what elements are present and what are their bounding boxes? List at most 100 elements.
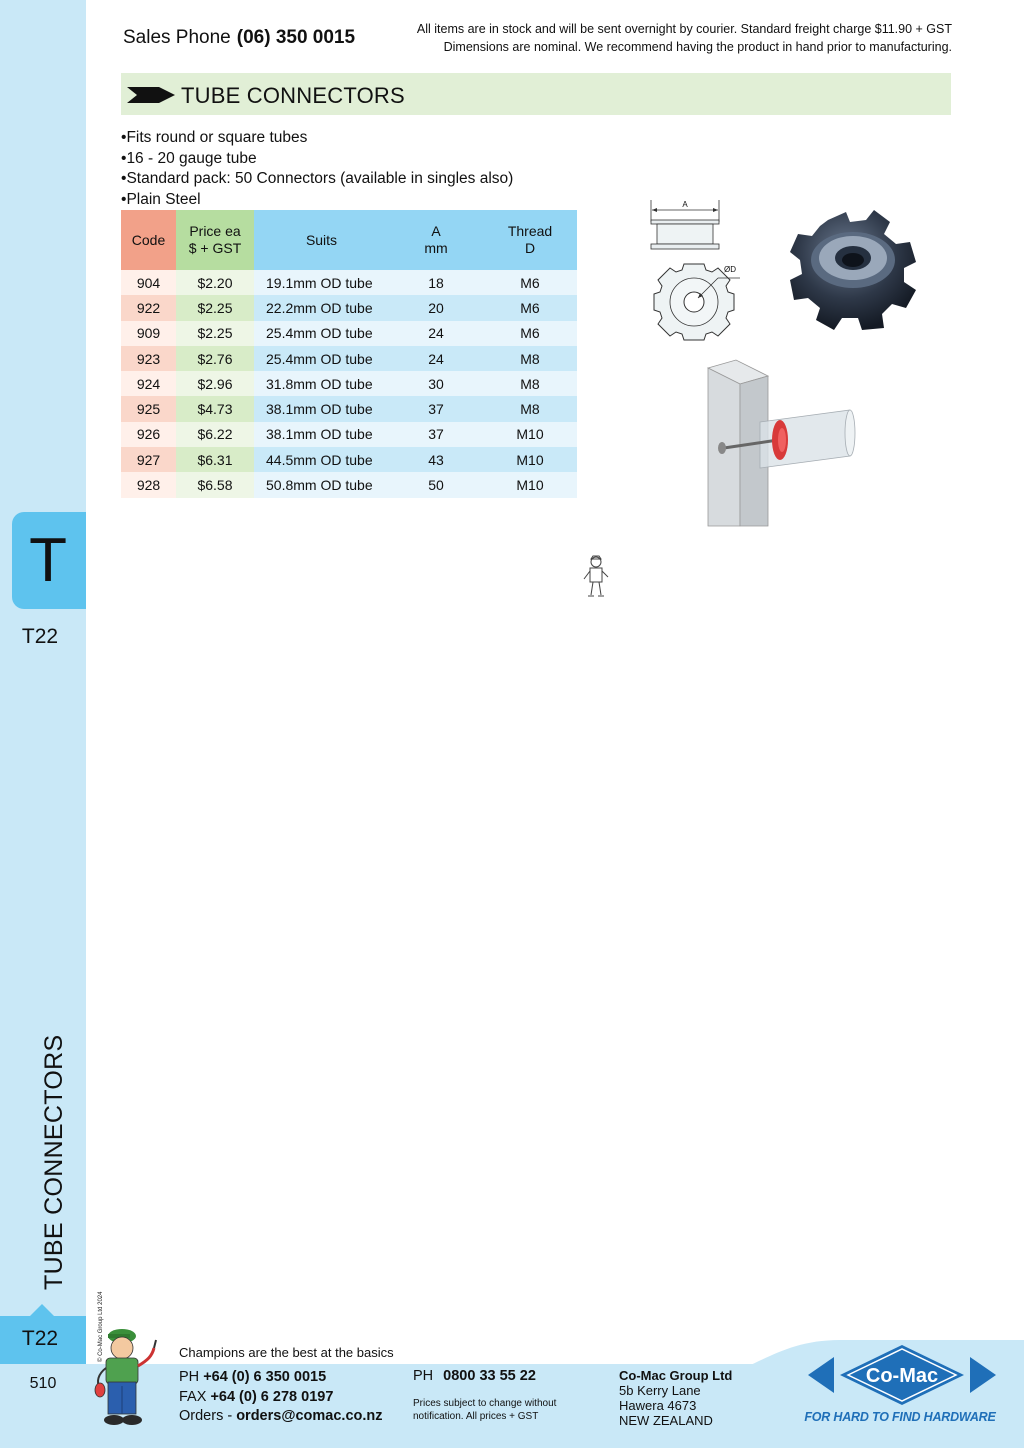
disclaimer-line: Prices subject to change without <box>413 1398 557 1409</box>
disclaimer-line: notification. All prices + GST <box>413 1410 539 1422</box>
assembly-illustration <box>706 359 856 527</box>
cell-suits: 50.8mm OD tube <box>254 472 389 498</box>
cell-suits: 44.5mm OD tube <box>254 447 389 473</box>
header-thread-line1: Thread <box>507 223 553 239</box>
dimension-a-label: A <box>682 200 688 209</box>
cell-price: $6.31 <box>176 447 254 473</box>
phone-line: PH +64 (0) 6 350 0015 <box>179 1368 383 1388</box>
cell-thread: M8 <box>483 371 577 397</box>
fax-number: +64 (0) 6 278 0197 <box>210 1388 334 1405</box>
cell-a: 50 <box>389 472 483 498</box>
feature-item: 16 - 20 gauge tube <box>121 149 513 170</box>
top-view-diagram: ØD <box>653 263 740 341</box>
sales-phone-label: Sales Phone <box>123 27 231 48</box>
freight-note: All items are in stock and will be sent … <box>416 22 952 36</box>
cell-a: 24 <box>389 320 483 346</box>
feature-item: Plain Steel <box>121 190 513 211</box>
cell-thread: M6 <box>483 295 577 321</box>
feature-item: Fits round or square tubes <box>121 128 513 149</box>
cell-a: 18 <box>389 270 483 296</box>
cell-code: 922 <box>121 295 176 321</box>
freephone-number[interactable]: 0800 33 55 22 <box>443 1368 536 1384</box>
cell-price: $2.76 <box>176 345 254 372</box>
cell-code: 924 <box>121 371 176 397</box>
cell-suits: 19.1mm OD tube <box>254 270 389 296</box>
cell-a: 37 <box>389 421 483 448</box>
header-suits: Suits <box>254 210 389 270</box>
address-line: Hawera 4673 <box>619 1398 697 1413</box>
header-price: Price ea$ + GST <box>176 210 254 270</box>
header-a-line1: A <box>431 223 441 239</box>
section-tab[interactable]: T <box>12 512 86 609</box>
header-a-line2: mm <box>424 240 448 256</box>
page-code-notch <box>30 1304 54 1316</box>
header-code: Code <box>121 210 176 270</box>
header-price-line2: $ + GST <box>188 240 242 256</box>
cell-code: 926 <box>121 421 176 448</box>
price-disclaimer: Prices subject to change without notific… <box>413 1398 556 1423</box>
mascot-champion-icon <box>94 1329 157 1425</box>
freephone-label: PH <box>413 1368 434 1384</box>
cell-suits: 25.4mm OD tube <box>254 320 389 346</box>
sales-phone-number[interactable]: (06) 350 0015 <box>236 27 356 48</box>
section-letter: T <box>29 526 67 595</box>
title-bar: TUBE CONNECTORS <box>121 73 951 115</box>
comac-logo[interactable]: Co-Mac <box>808 1343 996 1407</box>
cell-a: 24 <box>389 345 483 372</box>
cell-suits: 25.4mm OD tube <box>254 345 389 372</box>
footer-slogan: Champions are the best at the basics <box>179 1345 394 1360</box>
dimension-d-label: ØD <box>724 265 736 274</box>
phone-label: PH <box>179 1369 200 1385</box>
cell-thread: M10 <box>483 421 577 448</box>
cell-a: 20 <box>389 295 483 321</box>
header-notes: All items are in stock and will be sent … <box>417 20 952 56</box>
address-line: 5b Kerry Lane <box>619 1383 701 1398</box>
header-price-line1: Price ea <box>189 223 241 239</box>
cell-code: 925 <box>121 396 176 422</box>
cell-thread: M10 <box>483 472 577 498</box>
company-address: Co-Mac Group Ltd 5b Kerry Lane Hawera 46… <box>619 1368 732 1428</box>
sales-phone: Sales Phone(06) 350 0015 <box>123 27 355 49</box>
cell-code: 923 <box>121 345 176 372</box>
cell-price: $2.20 <box>176 270 254 296</box>
logo-tagline: FOR HARD TO FIND HARDWARE <box>804 1410 996 1424</box>
cell-suits: 38.1mm OD tube <box>254 396 389 422</box>
cell-code: 904 <box>121 270 176 296</box>
feature-item: Standard pack: 50 Connectors (available … <box>121 169 513 190</box>
cell-thread: M10 <box>483 447 577 473</box>
orders-email-link[interactable]: orders@comac.co.nz <box>236 1408 383 1424</box>
feature-list: Fits round or square tubes 16 - 20 gauge… <box>121 128 513 210</box>
cell-price: $2.25 <box>176 320 254 346</box>
dimensions-note: Dimensions are nominal. We recommend hav… <box>443 40 952 54</box>
orders-label: Orders - <box>179 1408 233 1424</box>
cell-price: $4.73 <box>176 396 254 422</box>
page-code-bottom: T22 <box>21 1327 59 1350</box>
connector-photo <box>790 210 916 330</box>
contact-details: PH +64 (0) 6 350 0015 FAX +64 (0) 6 278 … <box>179 1368 383 1427</box>
cell-price: $6.22 <box>176 421 254 448</box>
phone-number[interactable]: +64 (0) 6 350 0015 <box>203 1369 327 1385</box>
section-name-vertical: TUBE CONNECTORS <box>40 1034 68 1290</box>
side-view-diagram: A <box>650 200 720 250</box>
left-sidebar <box>0 0 86 1448</box>
arrow-icon <box>127 87 175 103</box>
cell-suits: 31.8mm OD tube <box>254 371 389 397</box>
address-line: NEW ZEALAND <box>619 1413 713 1428</box>
cell-thread: M6 <box>483 320 577 346</box>
logo-text: Co-Mac <box>866 1365 938 1387</box>
cell-code: 928 <box>121 472 176 498</box>
page-code-top: T22 <box>21 625 59 648</box>
cell-price: $6.58 <box>176 472 254 498</box>
